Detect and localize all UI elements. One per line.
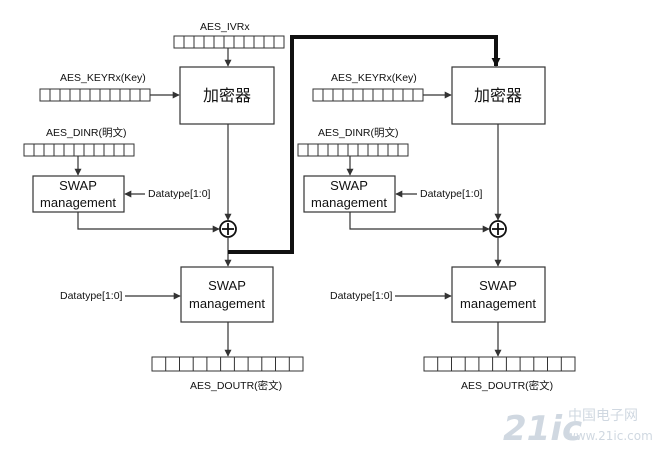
chain-arrow (228, 35, 501, 254)
xor-icon (219, 220, 237, 238)
watermark-logo: 21ic 中国电子网 www.21ic.com (503, 408, 652, 449)
swap-out-line2: management (189, 296, 265, 311)
xor-icon (489, 220, 507, 238)
swap-out-block (180, 266, 274, 323)
dout-register (151, 356, 304, 372)
watermark-url: www.21ic.com (566, 429, 652, 443)
din-register (297, 143, 409, 157)
datatype-in-label: Datatype[1:0] (420, 188, 483, 200)
datatype-out-label: Datatype[1:0] (330, 290, 393, 302)
dout-register-label: AES_DOUTR(密文) (190, 379, 282, 392)
key-register (39, 88, 151, 102)
encryptor-label: 加密器 (203, 86, 251, 105)
watermark-logo-text: 21ic (503, 409, 582, 449)
key-register-label: AES_KEYRx(Key) (60, 72, 146, 84)
dout-register (423, 356, 576, 372)
stage-2: AES_KEYRx(Key) 加密器 AES_DINR(明文) SWAP man… (297, 66, 576, 392)
encryptor-block (451, 66, 546, 125)
datatype-out-label: Datatype[1:0] (60, 290, 123, 302)
datatype-in-label: Datatype[1:0] (148, 188, 211, 200)
iv-register-label: AES_IVRx (200, 21, 250, 33)
swap-in-line2: management (40, 195, 116, 210)
swap-out-block (451, 266, 546, 323)
encryptor-label: 加密器 (474, 86, 522, 105)
din-register-label: AES_DINR(明文) (46, 126, 127, 139)
dout-register-label: AES_DOUTR(密文) (461, 379, 553, 392)
key-register-label: AES_KEYRx(Key) (331, 72, 417, 84)
swap-out-line1: SWAP (208, 278, 246, 293)
swap-in-line2: management (311, 195, 387, 210)
din-register (23, 143, 135, 157)
din-register-label: AES_DINR(明文) (318, 126, 399, 139)
swap-to-xor-arrow (349, 212, 490, 233)
swap-out-line2: management (460, 296, 536, 311)
swap-in-line1: SWAP (330, 178, 368, 193)
stage-1: AES_IVRx AES_KEYRx(Key) 加密器 AES_DINR(明文)… (23, 21, 304, 392)
key-register (312, 88, 424, 102)
swap-to-xor-arrow (77, 212, 220, 233)
swap-in-block (303, 175, 396, 213)
watermark-text: 中国电子网 (568, 408, 638, 424)
encryptor-block (179, 66, 275, 125)
swap-in-line1: SWAP (59, 178, 97, 193)
iv-register (173, 35, 285, 49)
swap-out-line1: SWAP (479, 278, 517, 293)
